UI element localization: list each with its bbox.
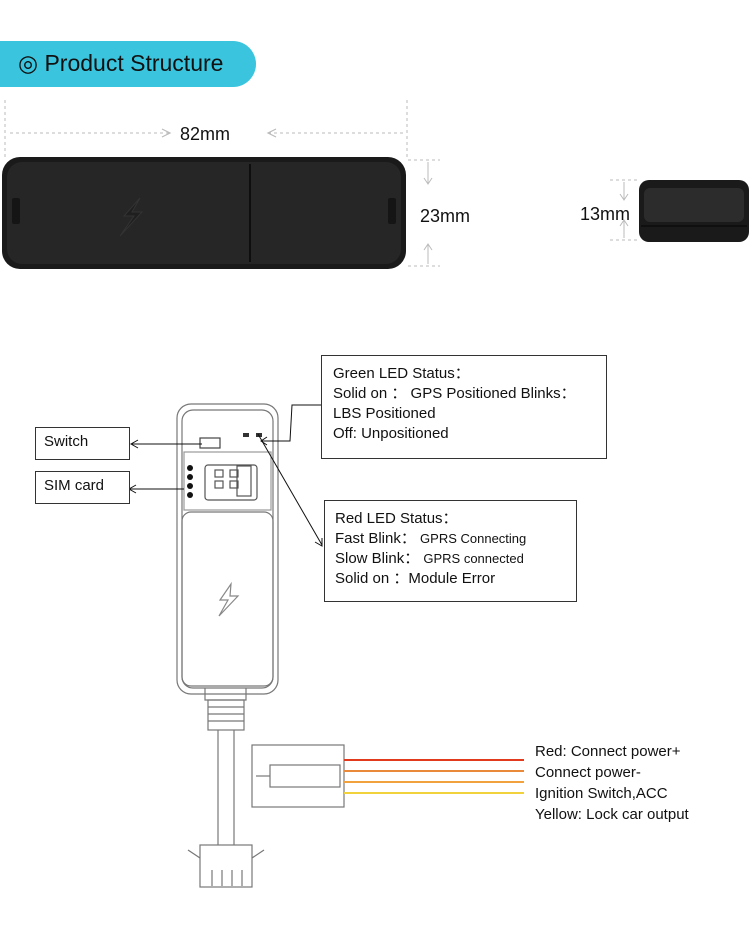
red-led-fast: Fast Blink： GPRS Connecting (335, 529, 576, 549)
switch-label: Switch (35, 427, 130, 460)
height-label: 13mm (580, 204, 631, 224)
red-led-solid: Solid on ：Module Error (335, 570, 496, 587)
red-led-fast-label: Fast Blink： (335, 530, 416, 547)
red-led-fast-value: GPRS Connecting (420, 531, 527, 546)
red-led-callout: Red LED Status： Fast Blink： GPRS Connect… (324, 500, 577, 602)
green-led-title: Green LED Status： (333, 365, 470, 382)
device-top-view (2, 157, 406, 269)
wire-labels: Red: Connect power+ Connect power- Ignit… (535, 741, 689, 825)
length-arrowheads (161, 128, 277, 138)
section-header (0, 41, 256, 87)
wire-label-red: Red: Connect power+ (535, 743, 681, 760)
sim-card-label: SIM card (35, 471, 130, 504)
leader-lines (127, 404, 323, 547)
sim-contact-dots (187, 465, 193, 498)
red-led-title: Red LED Status： (335, 510, 458, 527)
length-label: 82mm (180, 124, 231, 144)
red-led-slow: Slow Blink： GPRS connected (335, 549, 576, 569)
section-title-text: Product Structure (44, 50, 224, 76)
wire-lines (344, 759, 524, 794)
double-circle-icon: ◎ (18, 50, 39, 76)
section-title: ◎ Product Structure (18, 50, 223, 77)
wire-label-black: Connect power- (535, 764, 641, 781)
green-led-callout: Green LED Status： Solid on ： GPS Positio… (321, 355, 607, 459)
device-line-art (176, 403, 345, 888)
green-led-line-2: LBS Positioned (333, 405, 436, 422)
red-led-slow-label: Slow Blink： (335, 550, 420, 567)
green-led-line-3: Off: Unpositioned (333, 425, 449, 442)
width-label: 23mm (420, 206, 471, 226)
width-dimension-lines (408, 159, 440, 267)
wire-label-orange: Ignition Switch,ACC (535, 785, 668, 802)
length-dimension-lines (4, 100, 408, 160)
red-led-slow-value: GPRS connected (423, 551, 524, 566)
device-side-view (610, 179, 749, 242)
green-led-line-1: Solid on ： GPS Positioned Blinks： (333, 385, 576, 402)
wire-label-yellow: Yellow: Lock car output (535, 806, 689, 823)
